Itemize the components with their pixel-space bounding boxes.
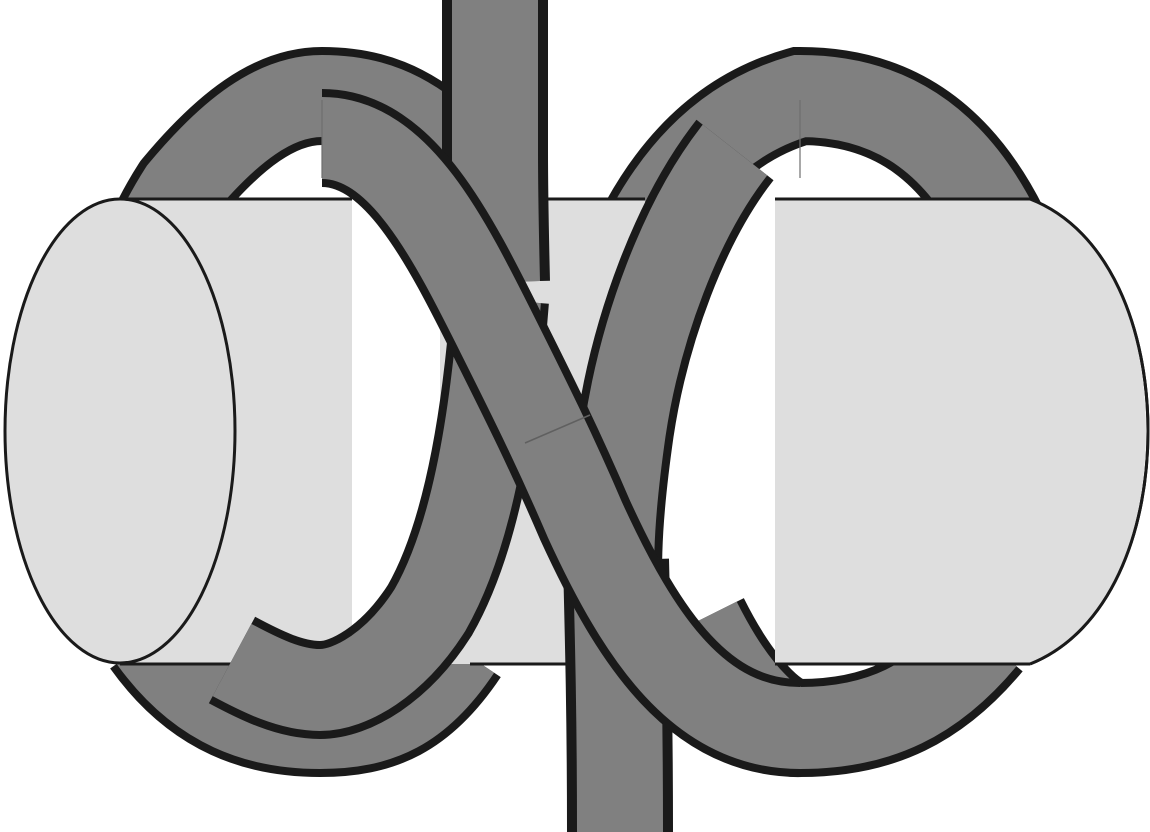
crossing-diagonal-strand-fill (319, 97, 802, 769)
cylinder-right-end-fill (1030, 199, 1146, 664)
rope-seam-crossing (524, 414, 591, 444)
cylinder-left-end-cap (3, 197, 237, 665)
cylinder-left-end-face (3, 197, 237, 665)
left-loop-front-descent-fill (212, 296, 541, 732)
cylinder-right-end-rim-line (1029, 197, 1150, 666)
cylinder-right-body (775, 199, 1030, 664)
rope-front (208, 0, 803, 832)
